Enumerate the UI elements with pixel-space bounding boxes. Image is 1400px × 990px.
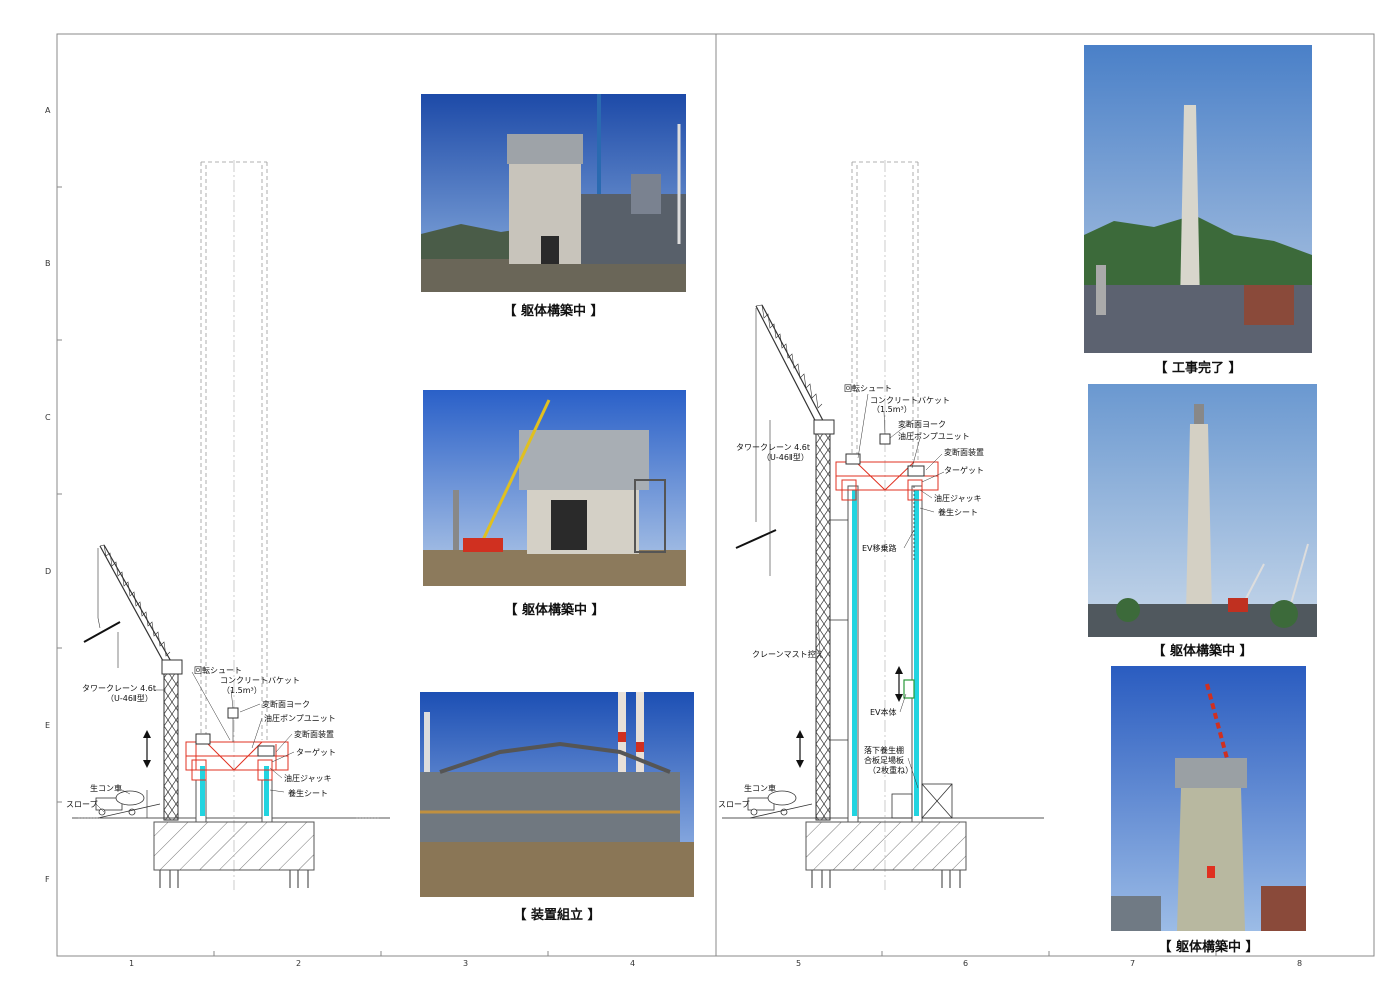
label-slope: スロープ bbox=[66, 800, 98, 809]
left-elevation bbox=[72, 160, 390, 890]
photo-chimney-construction-2 bbox=[1111, 666, 1306, 931]
label-fall-shed-2: 合板足場板 bbox=[864, 756, 904, 765]
photo-tower-construction-2 bbox=[423, 390, 686, 586]
label-mast-brace: クレーンマスト控え bbox=[752, 650, 824, 659]
label-fall-shed-3: （2枚重ね） bbox=[868, 766, 914, 775]
caption-photo-2: 【 躯体構築中 】 bbox=[504, 603, 605, 618]
label-ev-body: EV本体 bbox=[870, 708, 897, 717]
crane-jib bbox=[83, 544, 177, 671]
col-label-7: 7 bbox=[1130, 959, 1136, 968]
col-label-8: 8 bbox=[1297, 959, 1303, 968]
label-mixer-truck: 生コン車 bbox=[90, 784, 122, 793]
row-label-b: B bbox=[45, 259, 51, 268]
label-concrete-bucket-2: コンクリートバケット bbox=[870, 396, 950, 405]
label-sheet: 養生シート bbox=[288, 789, 328, 798]
row-label-f: F bbox=[45, 875, 50, 884]
label-bucket-volume-2: （1.5m³） bbox=[872, 405, 912, 414]
mixer-truck-2 bbox=[747, 790, 813, 819]
row-label-e: E bbox=[45, 721, 51, 730]
label-rotary-chute: 回転シュート bbox=[194, 666, 242, 675]
label-rotary-chute-2: 回転シュート bbox=[844, 384, 892, 393]
label-slope-2: スロープ bbox=[718, 800, 750, 809]
label-jack: 油圧ジャッキ bbox=[284, 774, 332, 783]
label-target-2: ターゲット bbox=[944, 466, 984, 475]
label-sheet-2: 養生シート bbox=[938, 508, 978, 517]
future-chimney-outline-2 bbox=[851, 161, 919, 460]
label-section-device-2: 変断面装置 bbox=[944, 448, 984, 457]
label-concrete-bucket: コンクリートバケット bbox=[220, 676, 300, 685]
photo-chimney-construction-1 bbox=[1088, 384, 1317, 637]
col-label-2: 2 bbox=[296, 959, 302, 968]
label-pump-unit: 油圧ポンプユニット bbox=[264, 714, 336, 723]
caption-photo-3: 【 装置組立 】 bbox=[513, 908, 601, 923]
label-crane-model-2: （U-46Ⅱ型） bbox=[762, 453, 809, 462]
label-pump-unit-2: 油圧ポンプユニット bbox=[898, 432, 970, 441]
label-mixer-truck-2: 生コン車 bbox=[744, 784, 776, 793]
row-label-a: A bbox=[45, 106, 51, 115]
col-label-3: 3 bbox=[463, 959, 469, 968]
col-label-5: 5 bbox=[796, 959, 802, 968]
sheet-frame bbox=[56, 33, 1375, 957]
col-label-1: 1 bbox=[129, 959, 135, 968]
row-label-c: C bbox=[45, 413, 51, 422]
right-elevation bbox=[722, 160, 1044, 890]
col-label-6: 6 bbox=[963, 959, 969, 968]
label-tower-crane: タワークレーン 4.6t bbox=[82, 684, 157, 693]
row-label-d: D bbox=[45, 567, 52, 576]
label-fall-shed-1: 落下養生棚 bbox=[864, 746, 904, 755]
photo-completed-chimney bbox=[1084, 45, 1312, 353]
label-crane-model: （U-46Ⅱ型） bbox=[106, 694, 153, 703]
label-tower-crane-2: タワークレーン 4.6t bbox=[736, 443, 811, 452]
caption-photo-1: 【 躯体構築中 】 bbox=[503, 304, 604, 319]
foundation bbox=[153, 821, 315, 871]
crane-jib-2 bbox=[735, 304, 829, 576]
label-yoke: 変断面ヨーク bbox=[262, 700, 310, 709]
caption-photo-4: 【 工事完了 】 bbox=[1154, 361, 1242, 376]
photo-tower-construction-1 bbox=[421, 94, 686, 292]
future-chimney-outline bbox=[200, 161, 268, 740]
label-jack-2: 油圧ジャッキ bbox=[934, 494, 982, 503]
caption-photo-5: 【 躯体構築中 】 bbox=[1152, 644, 1253, 659]
crane-mast bbox=[163, 667, 179, 821]
label-ev-path: EV移乗路 bbox=[862, 544, 897, 553]
label-bucket-volume: （1.5m³） bbox=[222, 686, 262, 695]
label-target: ターゲット bbox=[296, 748, 336, 757]
foundation-2 bbox=[805, 821, 967, 871]
mixer-truck bbox=[95, 790, 161, 819]
col-label-4: 4 bbox=[630, 959, 636, 968]
caption-photo-6: 【 躯体構築中 】 bbox=[1158, 940, 1259, 955]
photo-device-assembly bbox=[420, 692, 694, 897]
fall-shed bbox=[891, 783, 953, 819]
label-yoke-2: 変断面ヨーク bbox=[898, 420, 946, 429]
label-section-device: 変断面装置 bbox=[294, 730, 334, 739]
